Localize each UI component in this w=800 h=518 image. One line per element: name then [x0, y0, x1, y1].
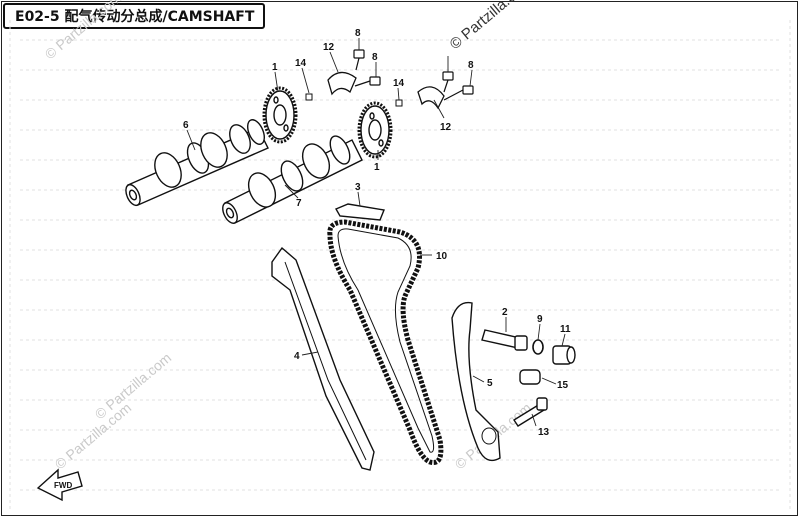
watermark-1: © Partzilla.com [42, 0, 125, 62]
callout-12-left: 12 [323, 42, 335, 53]
cam-sprocket-right [357, 101, 393, 159]
callout-5: 5 [487, 378, 493, 389]
cam-sprocket-left [262, 86, 298, 144]
background-grid [9, 20, 791, 510]
callout-8-right: 8 [468, 60, 474, 71]
callout-3: 3 [355, 182, 361, 193]
tensioner-arm [451, 301, 501, 462]
chain-guide-upper [334, 203, 385, 221]
forward-arrow: FWD [36, 468, 83, 502]
callout-8-mid: 8 [372, 52, 378, 63]
watermark-2: © Partzilla.com [447, 0, 535, 53]
cam-plate-right [417, 86, 445, 110]
callout-10: 10 [436, 251, 448, 262]
callout-1-left: 1 [272, 62, 278, 73]
callout-2: 2 [502, 307, 508, 318]
callout-14-right: 14 [393, 78, 405, 89]
tensioner-arm-pivot [481, 427, 497, 445]
callout-12-right: 12 [440, 122, 452, 133]
bolt-8-c [442, 71, 474, 101]
callout-8-top: 8 [355, 28, 361, 39]
callout-9: 9 [537, 314, 543, 325]
camshaft-exhaust [222, 135, 363, 224]
washer-9 [532, 339, 544, 355]
callout-13: 13 [538, 427, 550, 438]
bush-15 [519, 369, 541, 385]
cam-plate-left [327, 71, 357, 96]
camshaft-intake [125, 119, 269, 207]
bolt-8-a [353, 49, 365, 71]
tensioner-guide-rib [284, 261, 367, 461]
bolt-13 [513, 397, 548, 427]
timing-chain-inner [337, 228, 435, 453]
callout-15: 15 [557, 380, 569, 391]
diagram-title: E02-5 配气传动分总成/CAMSHAFT [3, 3, 265, 29]
tensioner-cap [552, 345, 576, 365]
callout-6: 6 [183, 120, 189, 131]
chain-tensioner [481, 329, 528, 351]
timing-chain [327, 219, 444, 466]
pin-14-b [395, 99, 403, 107]
fwd-label: FWD [54, 481, 72, 490]
callout-7: 7 [296, 198, 302, 209]
callout-14-left: 14 [295, 58, 307, 69]
callout-1-right: 1 [374, 162, 380, 173]
bolt-8-b [354, 76, 381, 87]
callout-11: 11 [560, 324, 571, 335]
leader-lines [186, 38, 566, 427]
chain-tensioner-guide [271, 246, 375, 471]
callout-4: 4 [294, 351, 300, 362]
pin-14-a [305, 93, 313, 101]
